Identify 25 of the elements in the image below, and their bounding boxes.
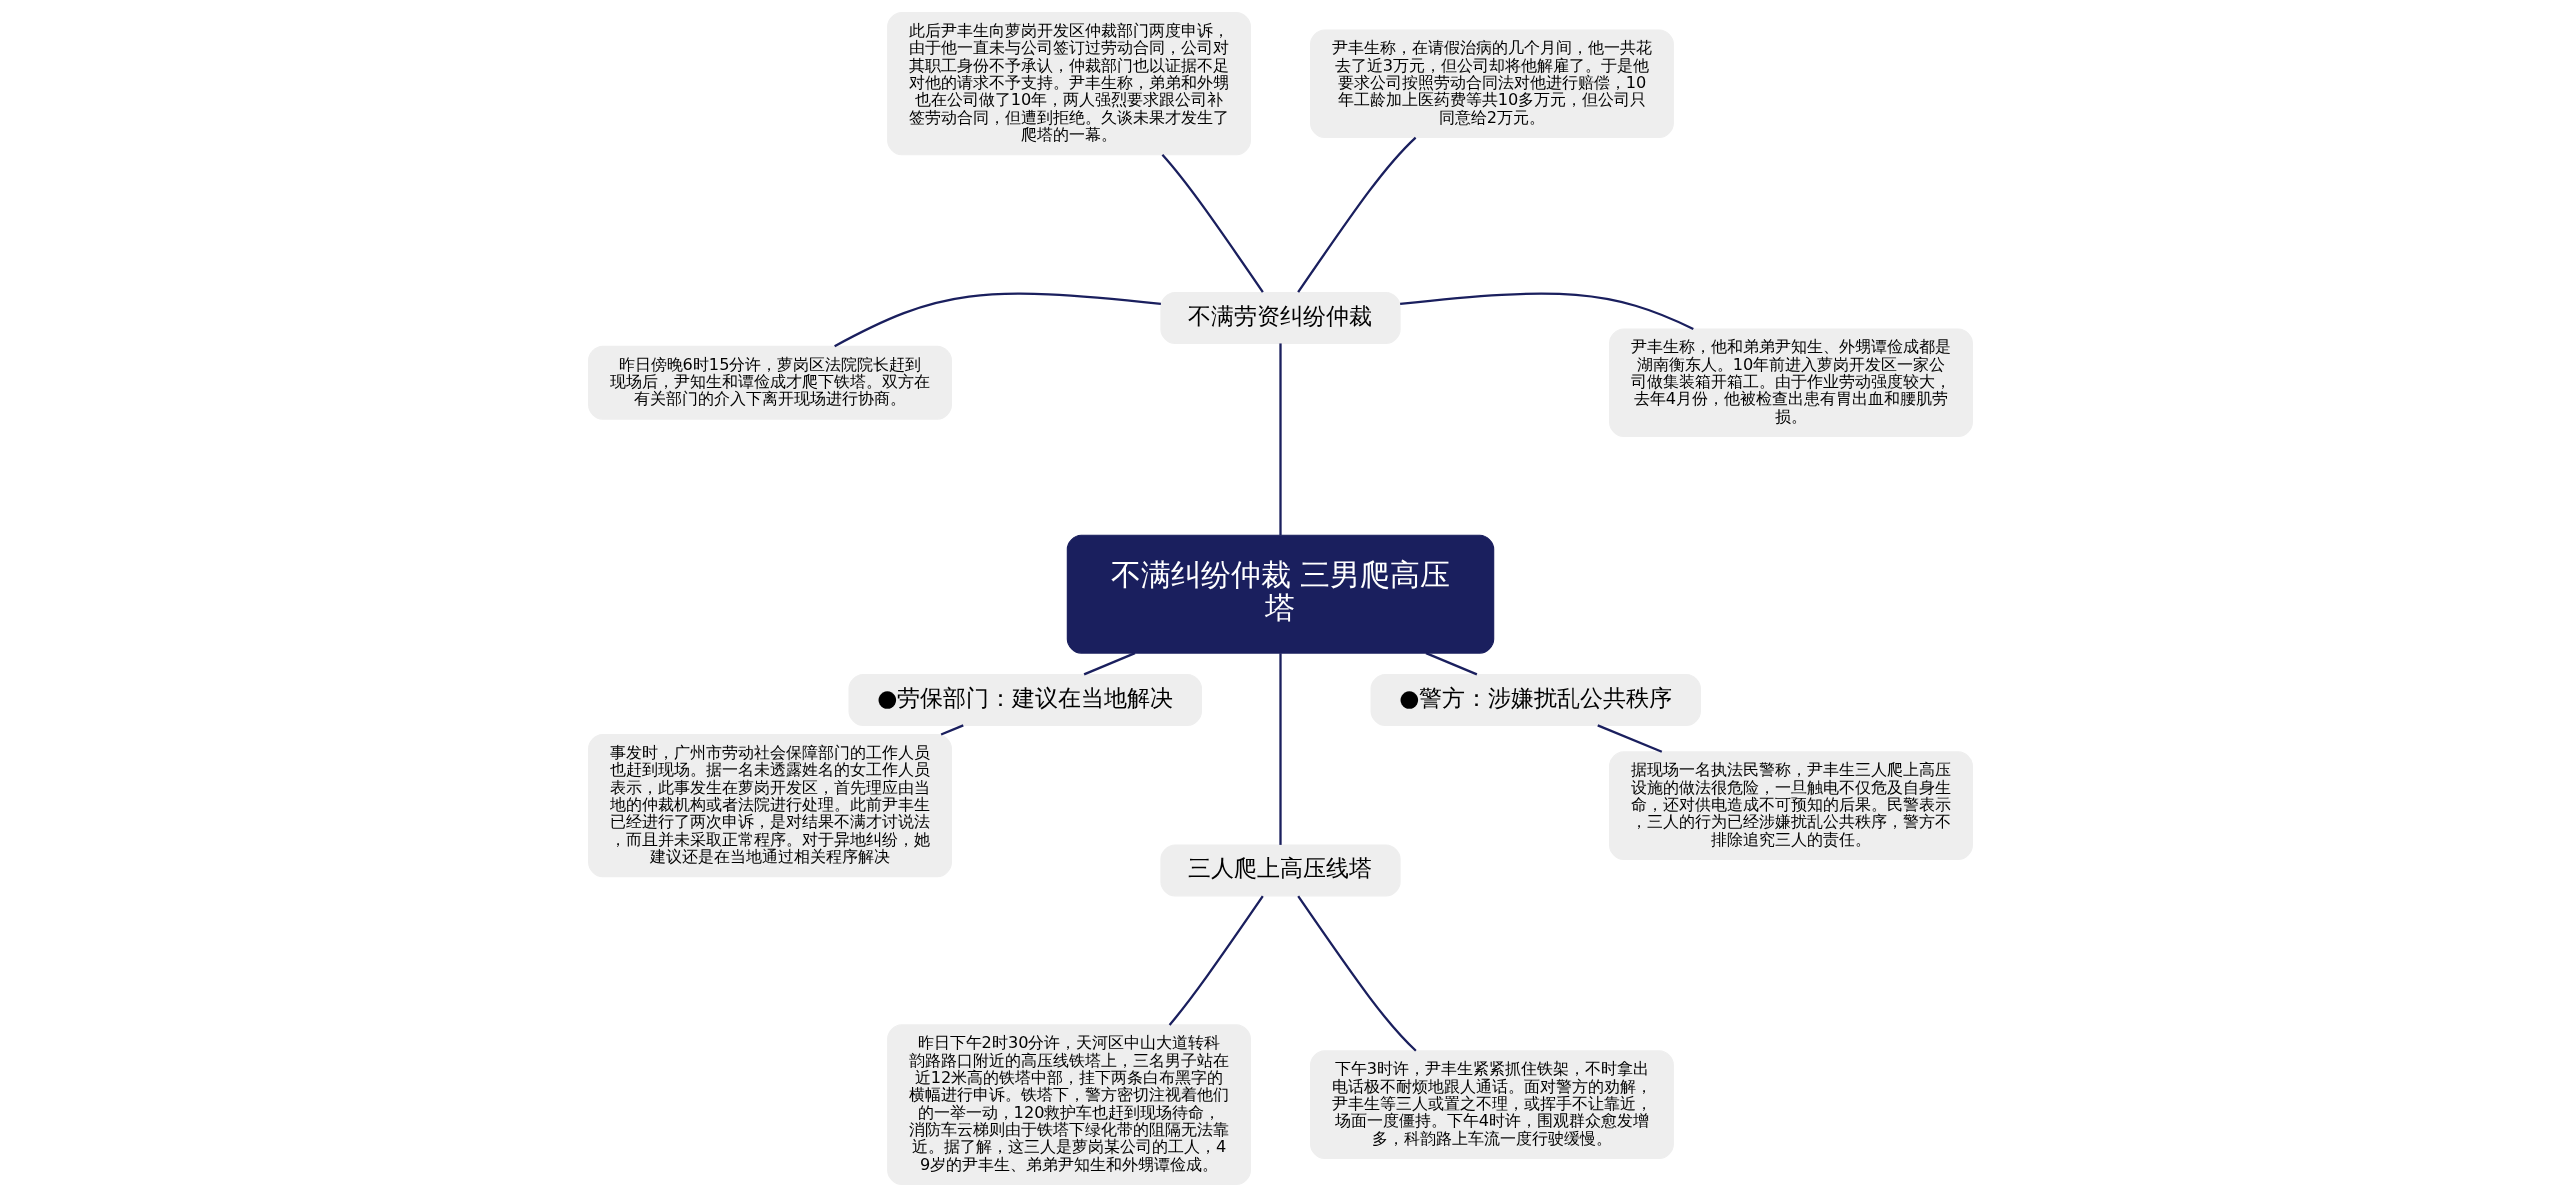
node-box: 此后尹丰生向萝岗开发区仲裁部门两度申诉，由于他一直未与公司签订过劳动合同，公司对其职工身份不予承认，仲裁部门也以证据不足对他的请求不予支持。尹丰生称，弟弟和外甥也在公司做了10年，两人强烈要求跟公司补签劳动合同，但遭到拒绝。久谈未果才发生了爬塔的一幕。 <box>886 12 1251 156</box>
connector <box>833 292 1161 348</box>
connector <box>1161 154 1264 293</box>
node-box: 不满纠纷仲裁 三男爬高压塔 <box>1066 534 1494 654</box>
connector <box>1168 895 1264 1026</box>
node-box: 昨日下午2时30分许，天河区中山大道转科韵路路口附近的高压线铁塔上，三名男子站在近12米高的铁塔中部，挂下两条白布黑字的横幅进行申诉。铁塔下，警方密切注视着他们的一举一动，120救护车也赶到现场待命，消防车云梯则由于铁塔下绿化带的阻隔无法靠近。据了解，这三人是萝岗某公司的工人，49岁的尹丰生、弟弟尹知生和外甥谭俭成。 <box>886 1024 1251 1185</box>
connector <box>1296 136 1416 293</box>
connector <box>1296 895 1417 1052</box>
connector <box>1425 652 1477 676</box>
node-box: 据现场一名执法民警称，尹丰生三人爬上高压设施的做法很危险，一旦触电不仅危及自身生命，还对供电造成不可预知的后果。民警表示，三人的行为已经涉嫌扰乱公共秩序，警方不排除追究三人的责任。 <box>1608 751 1973 860</box>
node-box: 尹丰生称，在请假治病的几个月间，他一共花去了近3万元，但公司却将他解雇了。于是他要求公司按照劳动合同法对他进行赔偿，10年工龄加上医药费等共10多万元，但公司只同意给2万元。 <box>1309 29 1674 138</box>
connector <box>1278 343 1282 536</box>
connector <box>1596 724 1662 753</box>
node-box: 下午3时许，尹丰生紧紧抓住铁架，不时拿出电话极不耐烦地跟人通话。面对警方的劝解，尹丰生等三人或置之不理，或挥手不让靠近，场面一度僵持。下午4时许，围观群众愈发增多，科韵路上车流一度行驶缓慢。 <box>1309 1050 1674 1159</box>
connector <box>1278 653 1282 845</box>
node-box: 不满劳资纠纷仲裁 <box>1159 291 1401 344</box>
node-box: 尹丰生称，他和弟弟尹知生、外甥谭俭成都是湖南衡东人。10年前进入萝岗开发区一家公司做集装箱开箱工。由于作业劳动强度较大，去年4月份，他被检查出患有胃出血和腰肌劳损。 <box>1608 328 1973 437</box>
connector <box>940 724 964 736</box>
node-box: ●警方：涉嫌扰乱公共秩序 <box>1370 673 1701 726</box>
node-box: ●劳保部门：建议在当地解决 <box>847 673 1202 726</box>
node-box: 事发时，广州市劳动社会保障部门的工作人员也赶到现场。据一名未透露姓名的女工作人员表示，此事发生在萝岗开发区，首先理应由当地的仲裁机构或者法院进行处理。此前尹丰生已经进行了两次申诉，是对结果不满才讨说法，而且并未采取正常程序。对于异地纠纷，她建议还是在当地通过相关程序解决 <box>587 733 952 878</box>
node-box: 昨日傍晚6时15分许，萝岗区法院院长赶到现场后，尹知生和谭俭成才爬下铁塔。双方在有关部门的介入下离开现场进行协商。 <box>587 345 952 420</box>
connector <box>1399 292 1694 331</box>
connector <box>1083 652 1135 676</box>
node-box: 三人爬上高压线塔 <box>1159 844 1401 897</box>
